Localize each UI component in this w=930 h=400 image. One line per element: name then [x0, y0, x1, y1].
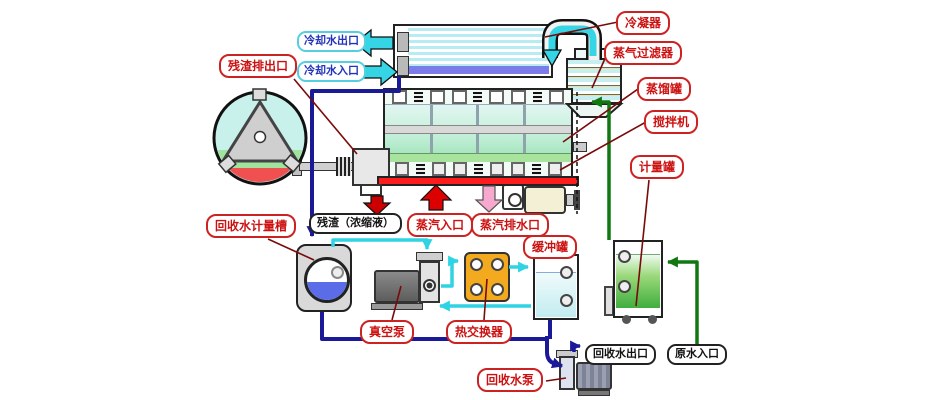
recovery-pump-motor — [576, 362, 612, 390]
caster-wheel — [622, 315, 631, 324]
spring-bolt — [473, 163, 483, 175]
label-vacuum-pump: 真空泵 — [360, 320, 415, 344]
label-steam-filter: 蒸气过滤器 — [604, 41, 683, 65]
label-steam-drain-port: 蒸汽排水口 — [471, 213, 550, 237]
label-recovered-water-outlet: 回收水出口 — [585, 344, 656, 365]
label-agitator: 搅拌机 — [644, 110, 699, 134]
float-ball — [331, 266, 344, 279]
faucet-valve — [618, 250, 631, 263]
he-port — [491, 258, 504, 271]
agitator-pulley — [574, 190, 580, 210]
steam-drain-arrow — [474, 185, 504, 213]
metering-tank — [613, 240, 663, 318]
he-port — [491, 283, 504, 296]
faucet-valve — [560, 294, 573, 307]
filter-funnel — [564, 103, 624, 118]
faucet-valve — [618, 280, 631, 293]
port — [489, 90, 505, 104]
buffer-tank — [533, 254, 579, 320]
condenser-inlet-port — [397, 56, 409, 76]
port — [392, 90, 408, 104]
bolt-top — [252, 88, 267, 101]
caster-wheel — [648, 315, 657, 324]
cooling-in-arrow — [361, 57, 399, 87]
vessel-top-ports — [385, 90, 571, 105]
faucet-valve — [560, 266, 573, 279]
recovery-pump-head — [559, 356, 575, 390]
spring-bolt — [531, 163, 541, 175]
label-residue-discharge-port: 残渣排出口 — [219, 54, 298, 78]
port — [510, 90, 526, 104]
spring-bolt — [414, 91, 424, 103]
vessel-bottom-bolts — [385, 162, 571, 176]
label-distillation-tank: 蒸馏罐 — [637, 77, 692, 101]
bolt — [431, 162, 446, 176]
label-raw-water-inlet: 原水入口 — [667, 344, 727, 365]
port — [548, 90, 564, 104]
pipe-recovered-loop — [320, 312, 547, 341]
vessel-chambers — [385, 105, 571, 154]
bolt-left — [217, 154, 237, 174]
condenser — [393, 24, 553, 78]
agitator-shaft-stub — [573, 142, 587, 152]
he-port — [470, 283, 483, 296]
drum-cutaway-detail — [212, 88, 308, 186]
steam-heating-jacket — [377, 176, 579, 186]
condenser-tubes — [408, 28, 549, 66]
label-condenser: 冷凝器 — [616, 11, 671, 35]
bolt — [394, 162, 409, 176]
bolt — [510, 162, 525, 176]
screw-spring — [336, 157, 351, 176]
heat-exchanger — [464, 252, 510, 302]
label-steam-inlet: 蒸汽入口 — [407, 213, 474, 237]
label-recovery-water-pump: 回收水泵 — [477, 368, 544, 392]
label-heat-exchanger: 热交换器 — [446, 320, 513, 344]
vacuum-pump-inlet-flange — [416, 252, 443, 261]
bolt — [452, 162, 467, 176]
spring-bolt — [532, 91, 542, 103]
label-residue-concentrate: 残渣（浓缩液） — [309, 213, 402, 234]
steam-trap — [502, 184, 524, 210]
pipe-feed-to-vessel — [590, 96, 611, 240]
steam-trap-eye — [508, 193, 522, 207]
bolt — [489, 162, 504, 176]
port — [429, 90, 445, 104]
vacuum-pump-base — [371, 303, 423, 310]
bolt — [547, 162, 562, 176]
vacuum-pump-motor — [374, 270, 420, 303]
label-buffer-tank: 缓冲罐 — [523, 235, 578, 259]
pipe-pump-to-he — [441, 255, 460, 288]
rotor-triangle — [221, 100, 299, 163]
agitator-motor — [524, 186, 566, 214]
recovered-water-metering-tank — [296, 244, 352, 312]
spring-bolt — [415, 163, 425, 175]
he-port — [470, 258, 483, 271]
label-metering-tank: 计量罐 — [630, 155, 685, 179]
condenser-water-band — [408, 66, 549, 74]
label-cooling-water-outlet: 冷却水出口 — [297, 31, 366, 52]
vessel-liquid-strip — [385, 153, 571, 162]
label-cooling-water-inlet: 冷却水入口 — [297, 61, 366, 82]
vacuum-pump-eye — [423, 279, 436, 292]
condenser-outlet-port — [397, 32, 409, 52]
label-recovered-water-metering-tank: 回收水计量槽 — [206, 214, 297, 238]
steam-in-arrow — [419, 184, 453, 211]
distillation-tank — [383, 88, 573, 178]
water-level — [307, 282, 347, 300]
port — [451, 90, 467, 104]
spring-bolt — [473, 91, 483, 103]
recovery-pump-base — [578, 390, 610, 396]
rotor-hub — [253, 130, 267, 144]
pipe-raw-water-inlet — [666, 256, 699, 344]
agitator-motor-shaft — [566, 194, 574, 206]
residue-outlet — [360, 184, 382, 196]
sight-window — [304, 257, 350, 303]
agitator-shaft-band — [385, 125, 571, 135]
